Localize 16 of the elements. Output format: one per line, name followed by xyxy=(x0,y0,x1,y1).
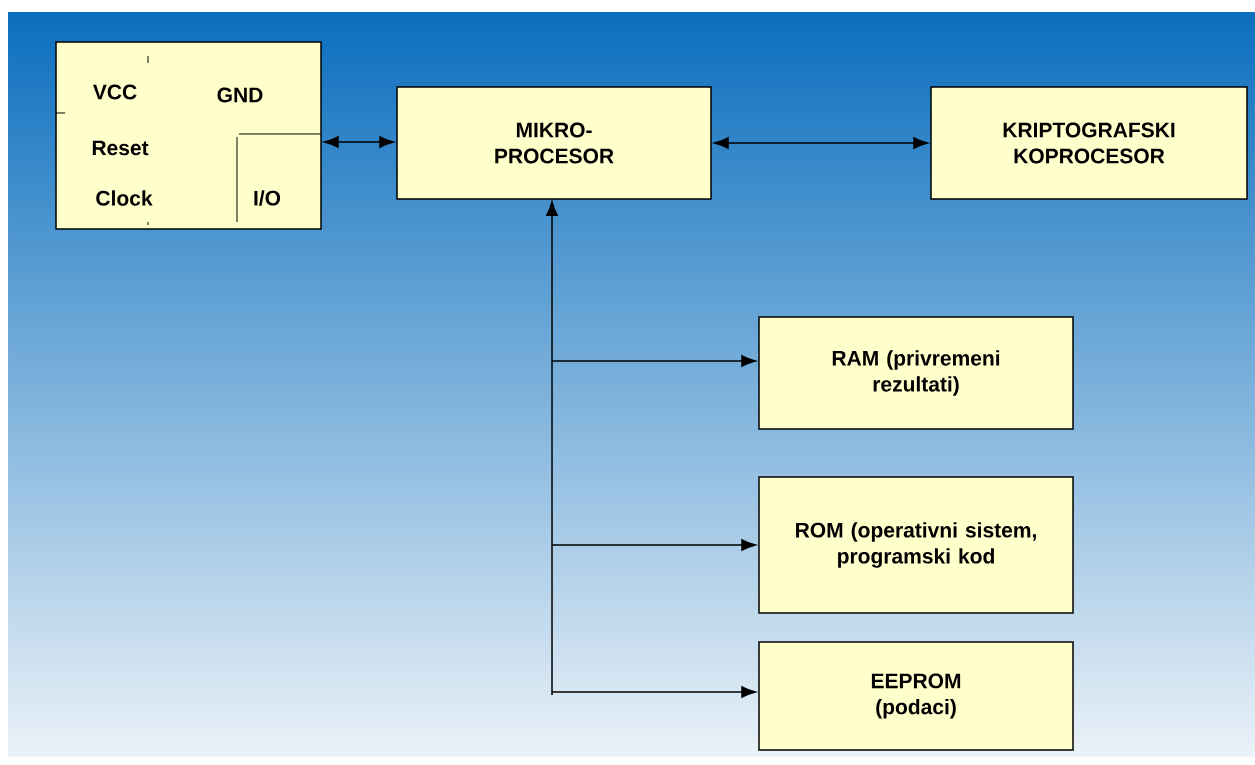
pin-label: GND xyxy=(217,87,263,103)
block-box: KRIPTOGRAFSKI KOPROCESOR xyxy=(930,86,1248,200)
block-box: MIKRO- PROCESOR xyxy=(396,86,712,200)
arrow xyxy=(551,355,756,367)
block-box: RAM (privremeni rezultati) xyxy=(758,316,1074,430)
arrow xyxy=(324,136,394,148)
pin-label: VCC xyxy=(93,84,137,100)
block-box: EEPROM (podaci) xyxy=(758,641,1074,751)
arrow xyxy=(551,539,756,551)
arrow xyxy=(551,686,756,698)
block-box: ROM (operativni sistem, programski kod xyxy=(758,476,1074,614)
bus-line xyxy=(546,201,558,696)
pin-label: Reset xyxy=(92,140,149,156)
pin-label: I/O xyxy=(254,190,281,206)
arrow xyxy=(714,137,928,149)
pin-label: Clock xyxy=(96,190,153,206)
